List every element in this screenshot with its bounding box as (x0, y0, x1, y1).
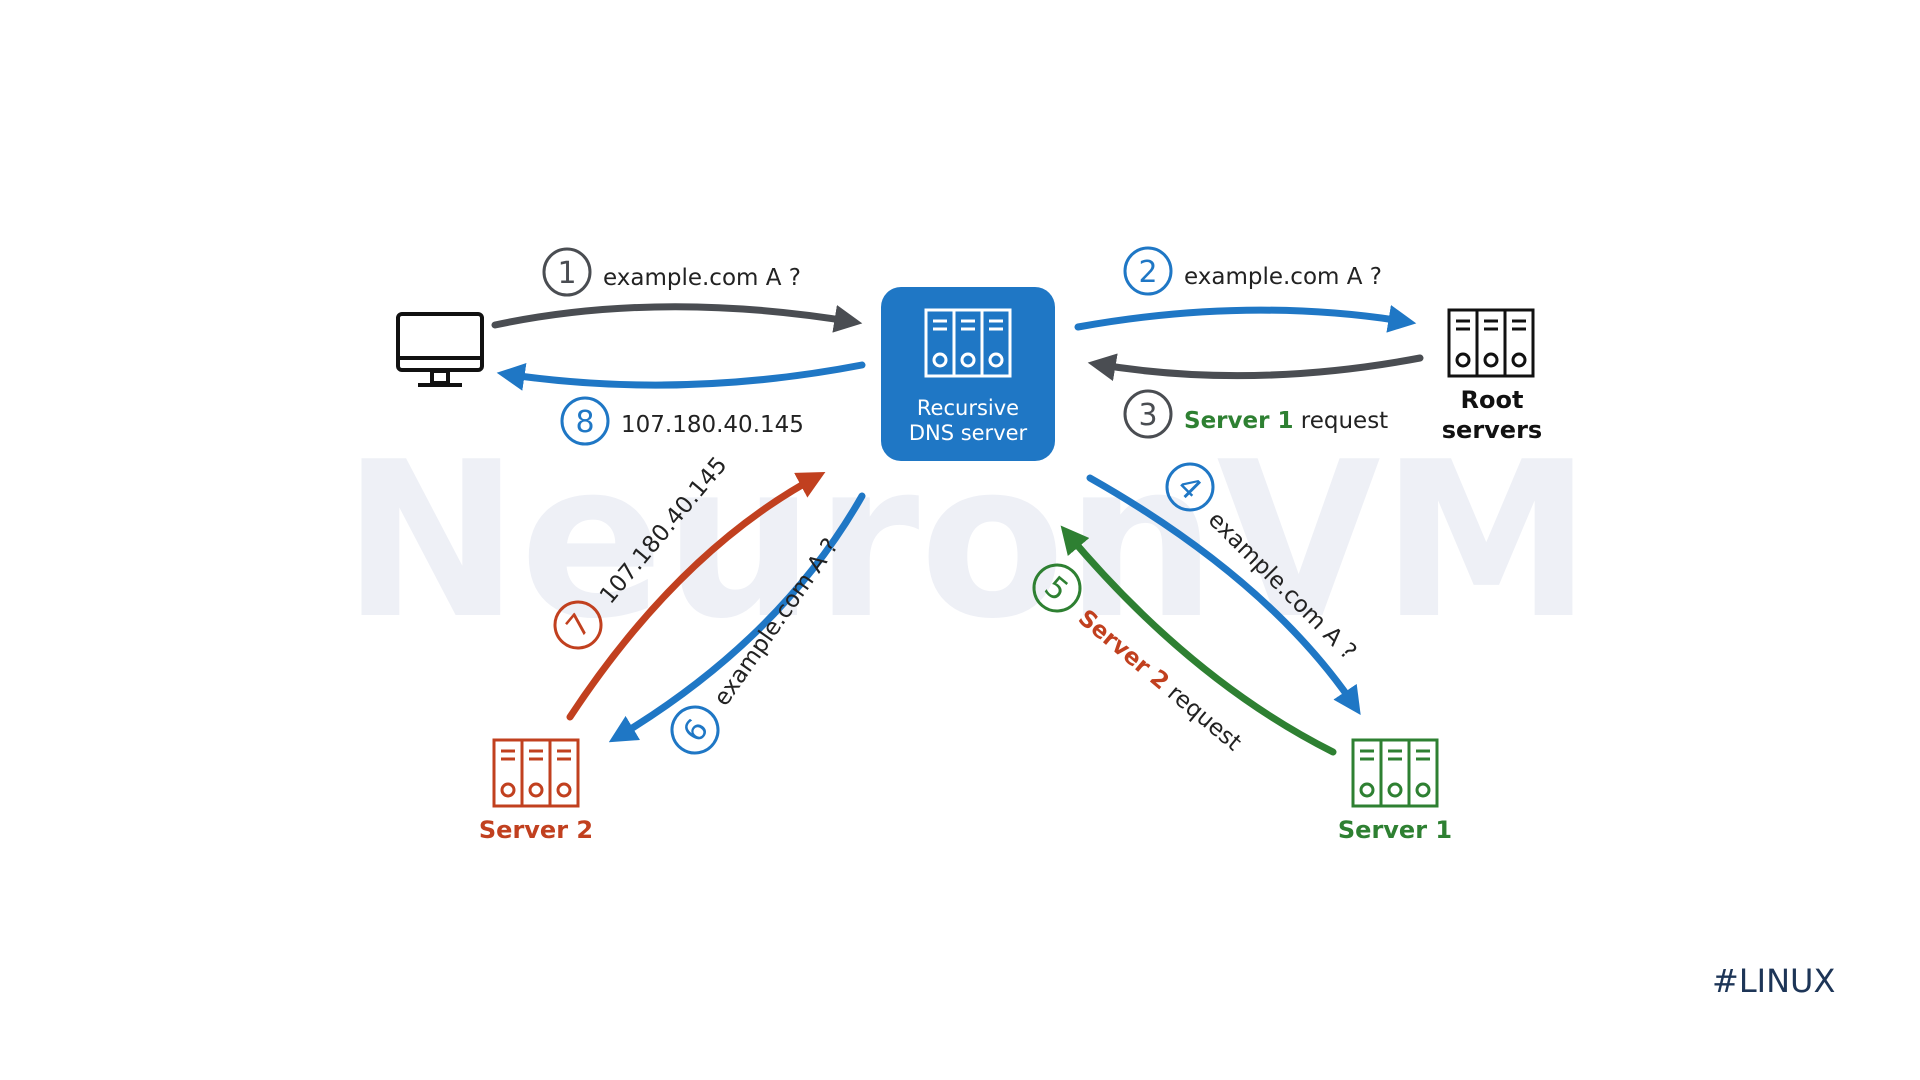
step-5-arrow (1060, 525, 1337, 756)
step-8-text: 107.180.40.145 (621, 412, 804, 438)
step-4-arrow (1086, 474, 1361, 715)
root-servers-label-line2: servers (1442, 416, 1542, 444)
server-1-label: Server 1 (1338, 816, 1452, 844)
step-2-label: 2 example.com A ? (1123, 246, 1382, 296)
server-2-node: Server 2 (479, 738, 593, 844)
step-6-arrow (608, 492, 866, 743)
step-8-label: 8 107.180.40.145 (560, 396, 804, 446)
root-servers-node: Root servers (1442, 308, 1542, 444)
root-servers-label-line1: Root (1461, 386, 1524, 414)
svg-text:Server 1 request: Server 1 request (1184, 408, 1388, 434)
step-2-text: example.com A ? (1184, 264, 1382, 290)
step-1-number: 1 (557, 256, 576, 291)
server-rack-icon (1447, 308, 1535, 378)
server-1-node: Server 1 (1338, 738, 1452, 844)
monitor-icon (396, 312, 484, 387)
step-1-text: example.com A ? (603, 265, 801, 291)
step-8-arrow (496, 361, 866, 391)
server-2-label: Server 2 (479, 816, 593, 844)
step-2-arrow (1074, 305, 1417, 333)
step-3-text: request (1293, 408, 1388, 434)
step-2-number: 2 (1138, 255, 1157, 290)
step-1-label: 1 example.com A ? (542, 247, 801, 297)
dns-server-label-line2: DNS server (909, 421, 1028, 445)
recursive-dns-server-node: Recursive DNS server (881, 287, 1055, 461)
step-8-number: 8 (575, 405, 594, 440)
step-1-arrow (491, 303, 863, 333)
step-3-number: 3 (1138, 398, 1157, 433)
linux-tag: #LINUX (1712, 962, 1836, 1000)
server-rack-icon (492, 738, 580, 808)
dns-server-label-line1: Recursive (917, 396, 1019, 420)
step-6-number: 6 (676, 713, 716, 749)
step-3-arrow (1087, 353, 1424, 382)
step-3-label: 3 Server 1 request (1123, 389, 1388, 439)
step-3-highlight: Server 1 (1184, 408, 1293, 434)
step-7-arrow (566, 472, 826, 721)
server-rack-icon (1351, 738, 1439, 808)
